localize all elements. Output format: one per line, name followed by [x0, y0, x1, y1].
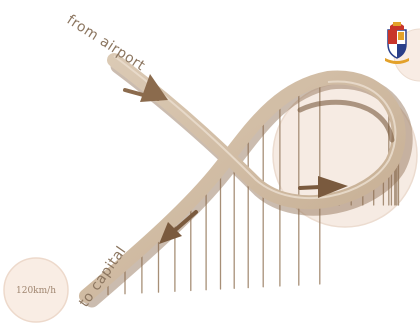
- speed-limit-label: 120km/h: [16, 286, 56, 296]
- label-from-airport: from airport: [64, 12, 148, 74]
